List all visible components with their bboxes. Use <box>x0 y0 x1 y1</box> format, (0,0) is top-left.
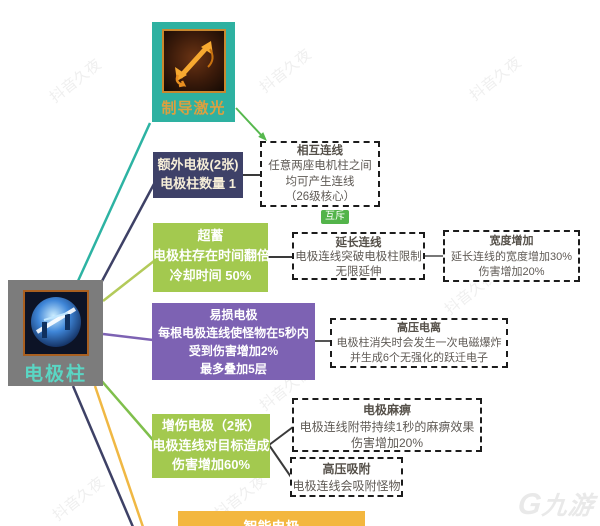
node-mutual-link: 相互连线 任意两座电机柱之间 均可产生连线 （26级核心） <box>260 141 380 207</box>
node-text: 电极连线附带持续1秒的麻痹效果 <box>299 419 475 434</box>
node-title: 相互连线 <box>297 145 343 157</box>
node-text: （26级核心） <box>284 191 356 204</box>
edge-main-to-super <box>102 260 155 302</box>
edge-main-to-smart <box>93 385 144 526</box>
node-width-increase: 宽度增加 延长连线的宽度增加30% 伤害增加20% <box>443 230 580 282</box>
electrode-pillar-icon <box>22 290 89 356</box>
node-text: 均可产生连线 <box>285 175 355 188</box>
edge-guided-to-mutual <box>235 107 264 138</box>
arrowhead-icon <box>258 132 267 141</box>
node-text: 任意两座电机柱之间 <box>268 160 372 173</box>
node-title: 延长连线 <box>335 237 382 249</box>
edge-damage-to-adsorption <box>268 444 292 478</box>
watermark-text: 抖音久夜 <box>46 56 105 107</box>
node-text: 伤害增加20% <box>478 266 545 278</box>
logo-g-icon: G <box>515 488 544 521</box>
node-title: 超蓄 <box>197 228 224 243</box>
edge-main-to-damage <box>99 378 154 441</box>
node-text: 电极连线对目标造成 <box>152 437 270 453</box>
node-title: 高压吸附 <box>322 462 371 476</box>
edge-damage-to-paralysis <box>268 426 294 446</box>
node-label: 制导激光 <box>161 100 226 117</box>
node-text: 无限延伸 <box>335 265 382 278</box>
edge-main-to-guided <box>76 122 152 282</box>
node-damage-electrode: 增伤电极（2张） 电极连线对目标造成 伤害增加60% <box>152 414 270 478</box>
edge-main-to-fragile <box>102 332 154 342</box>
node-adsorption: 高压吸附 电极连线会吸附怪物 <box>290 457 403 497</box>
edge-main-down-navy <box>71 385 134 526</box>
guided-laser-icon <box>161 29 226 93</box>
node-title: 易损电极 <box>209 308 258 322</box>
watermark-text: 抖音久夜 <box>466 54 525 105</box>
node-text: 电极连线会吸附怪物 <box>292 478 401 493</box>
watermark-text: 抖音久夜 <box>256 46 315 97</box>
node-super-storage: 超蓄 电极柱存在时间翻倍 冷却时间 50% <box>153 223 271 292</box>
node-guided-laser: 制导激光 <box>152 22 235 122</box>
node-title: 宽度增加 <box>489 235 534 247</box>
node-title: 电极麻痹 <box>362 403 411 417</box>
logo-text: 九游 <box>540 492 596 520</box>
node-text: 伤害增加60% <box>171 457 251 472</box>
ninegame-logo: G九游 <box>516 486 596 522</box>
node-text: 电极连线突破电极柱限制 <box>295 251 422 264</box>
node-title: 高压电离 <box>397 322 441 334</box>
node-electrode-pillar: 电极柱 <box>8 280 103 386</box>
edge-main-to-extra <box>99 183 156 284</box>
node-text: 冷却时间 50% <box>169 268 252 283</box>
node-label: 电极柱 <box>23 364 87 385</box>
node-smart-electrode: 智能电极 <box>178 511 365 526</box>
node-title: 智能电极 <box>178 517 365 526</box>
node-text: 每根电极连线使怪物在5秒内 <box>158 326 309 340</box>
node-extra-electrode: 额外电极(2张) 电极柱数量 1 <box>153 152 243 198</box>
node-text: 电极柱消失时会发生一次电磁爆炸 <box>336 337 502 349</box>
node-text: 伤害增加20% <box>350 436 424 450</box>
node-text: 电极柱存在时间翻倍 <box>153 248 271 263</box>
node-text: 受到伤害增加2% <box>188 344 279 358</box>
node-title: 增伤电极（2张） <box>161 418 261 433</box>
node-text: 并生成6个无强化的跃迁电子 <box>349 352 489 364</box>
node-text: 电极柱数量 1 <box>160 176 236 191</box>
watermark-text: 抖音久夜 <box>49 474 108 525</box>
node-text: 额外电极(2张) <box>157 157 239 172</box>
node-paralysis: 电极麻痹 电极连线附带持续1秒的麻痹效果 伤害增加20% <box>292 398 482 452</box>
mutex-badge: 互斥 <box>321 210 349 224</box>
node-extend-link: 延长连线 电极连线突破电极柱限制 无限延伸 <box>292 232 425 280</box>
node-text: 最多叠加5层 <box>200 362 267 376</box>
node-text: 延长连线的宽度增加30% <box>450 250 572 263</box>
node-fragile-electrode: 易损电极 每根电极连线使怪物在5秒内 受到伤害增加2% 最多叠加5层 <box>152 303 315 380</box>
node-hv-ionization: 高压电离 电极柱消失时会发生一次电磁爆炸 并生成6个无强化的跃迁电子 <box>330 318 508 368</box>
